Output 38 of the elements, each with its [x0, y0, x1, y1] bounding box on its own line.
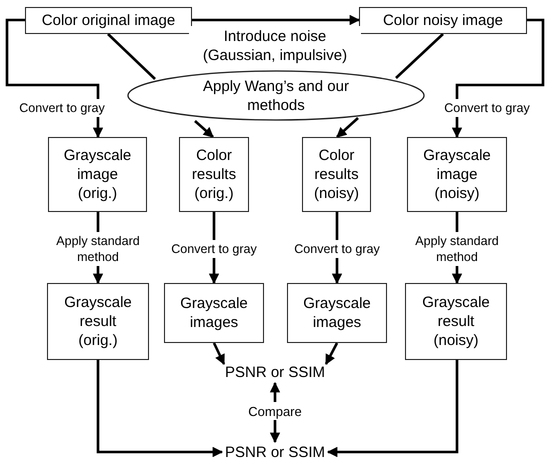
connector-line — [107, 33, 156, 80]
arrow — [6, 18, 104, 138]
edge-label: Introduce noise (Gaussian, impulsive) — [189, 26, 361, 66]
process-box — [48, 137, 147, 212]
arrow — [326, 360, 458, 458]
node-text: Color original image — [42, 11, 176, 30]
process-box — [47, 283, 149, 360]
arrow — [192, 14, 360, 26]
arrow — [324, 342, 338, 365]
arrow — [212, 342, 226, 365]
process-box — [164, 283, 264, 343]
process-box — [287, 283, 387, 343]
arrow — [194, 120, 214, 138]
process-box — [179, 137, 249, 212]
node-text: Color results (orig.) — [190, 146, 238, 203]
text-label: Compare — [248, 402, 302, 420]
arrow — [270, 420, 280, 444]
text-label: PSNR or SSIM — [224, 363, 326, 382]
node-text: Color noisy image — [382, 11, 504, 30]
node-text: Grayscale images — [302, 294, 372, 332]
node-text: Grayscale images — [179, 294, 249, 332]
node-text: Grayscale image (orig.) — [62, 146, 132, 203]
text-label: PSNR or SSIM — [224, 443, 326, 462]
arrow — [336, 117, 359, 138]
node-text: Color results (noisy) — [312, 146, 360, 203]
arrow — [96, 360, 224, 458]
process-box — [302, 137, 371, 212]
connector-line — [395, 33, 444, 79]
arrow — [452, 18, 544, 138]
process-box — [407, 137, 507, 212]
process-box — [405, 283, 507, 360]
process-box — [359, 7, 527, 34]
node-text: Grayscale image (noisy) — [422, 146, 492, 203]
node-text: Grayscale result (orig.) — [63, 293, 133, 350]
node-text: Grayscale result (noisy) — [421, 293, 491, 350]
arrow — [270, 382, 280, 402]
node-text: Apply Wang’s and our methods — [202, 76, 350, 114]
process-box — [25, 7, 192, 34]
